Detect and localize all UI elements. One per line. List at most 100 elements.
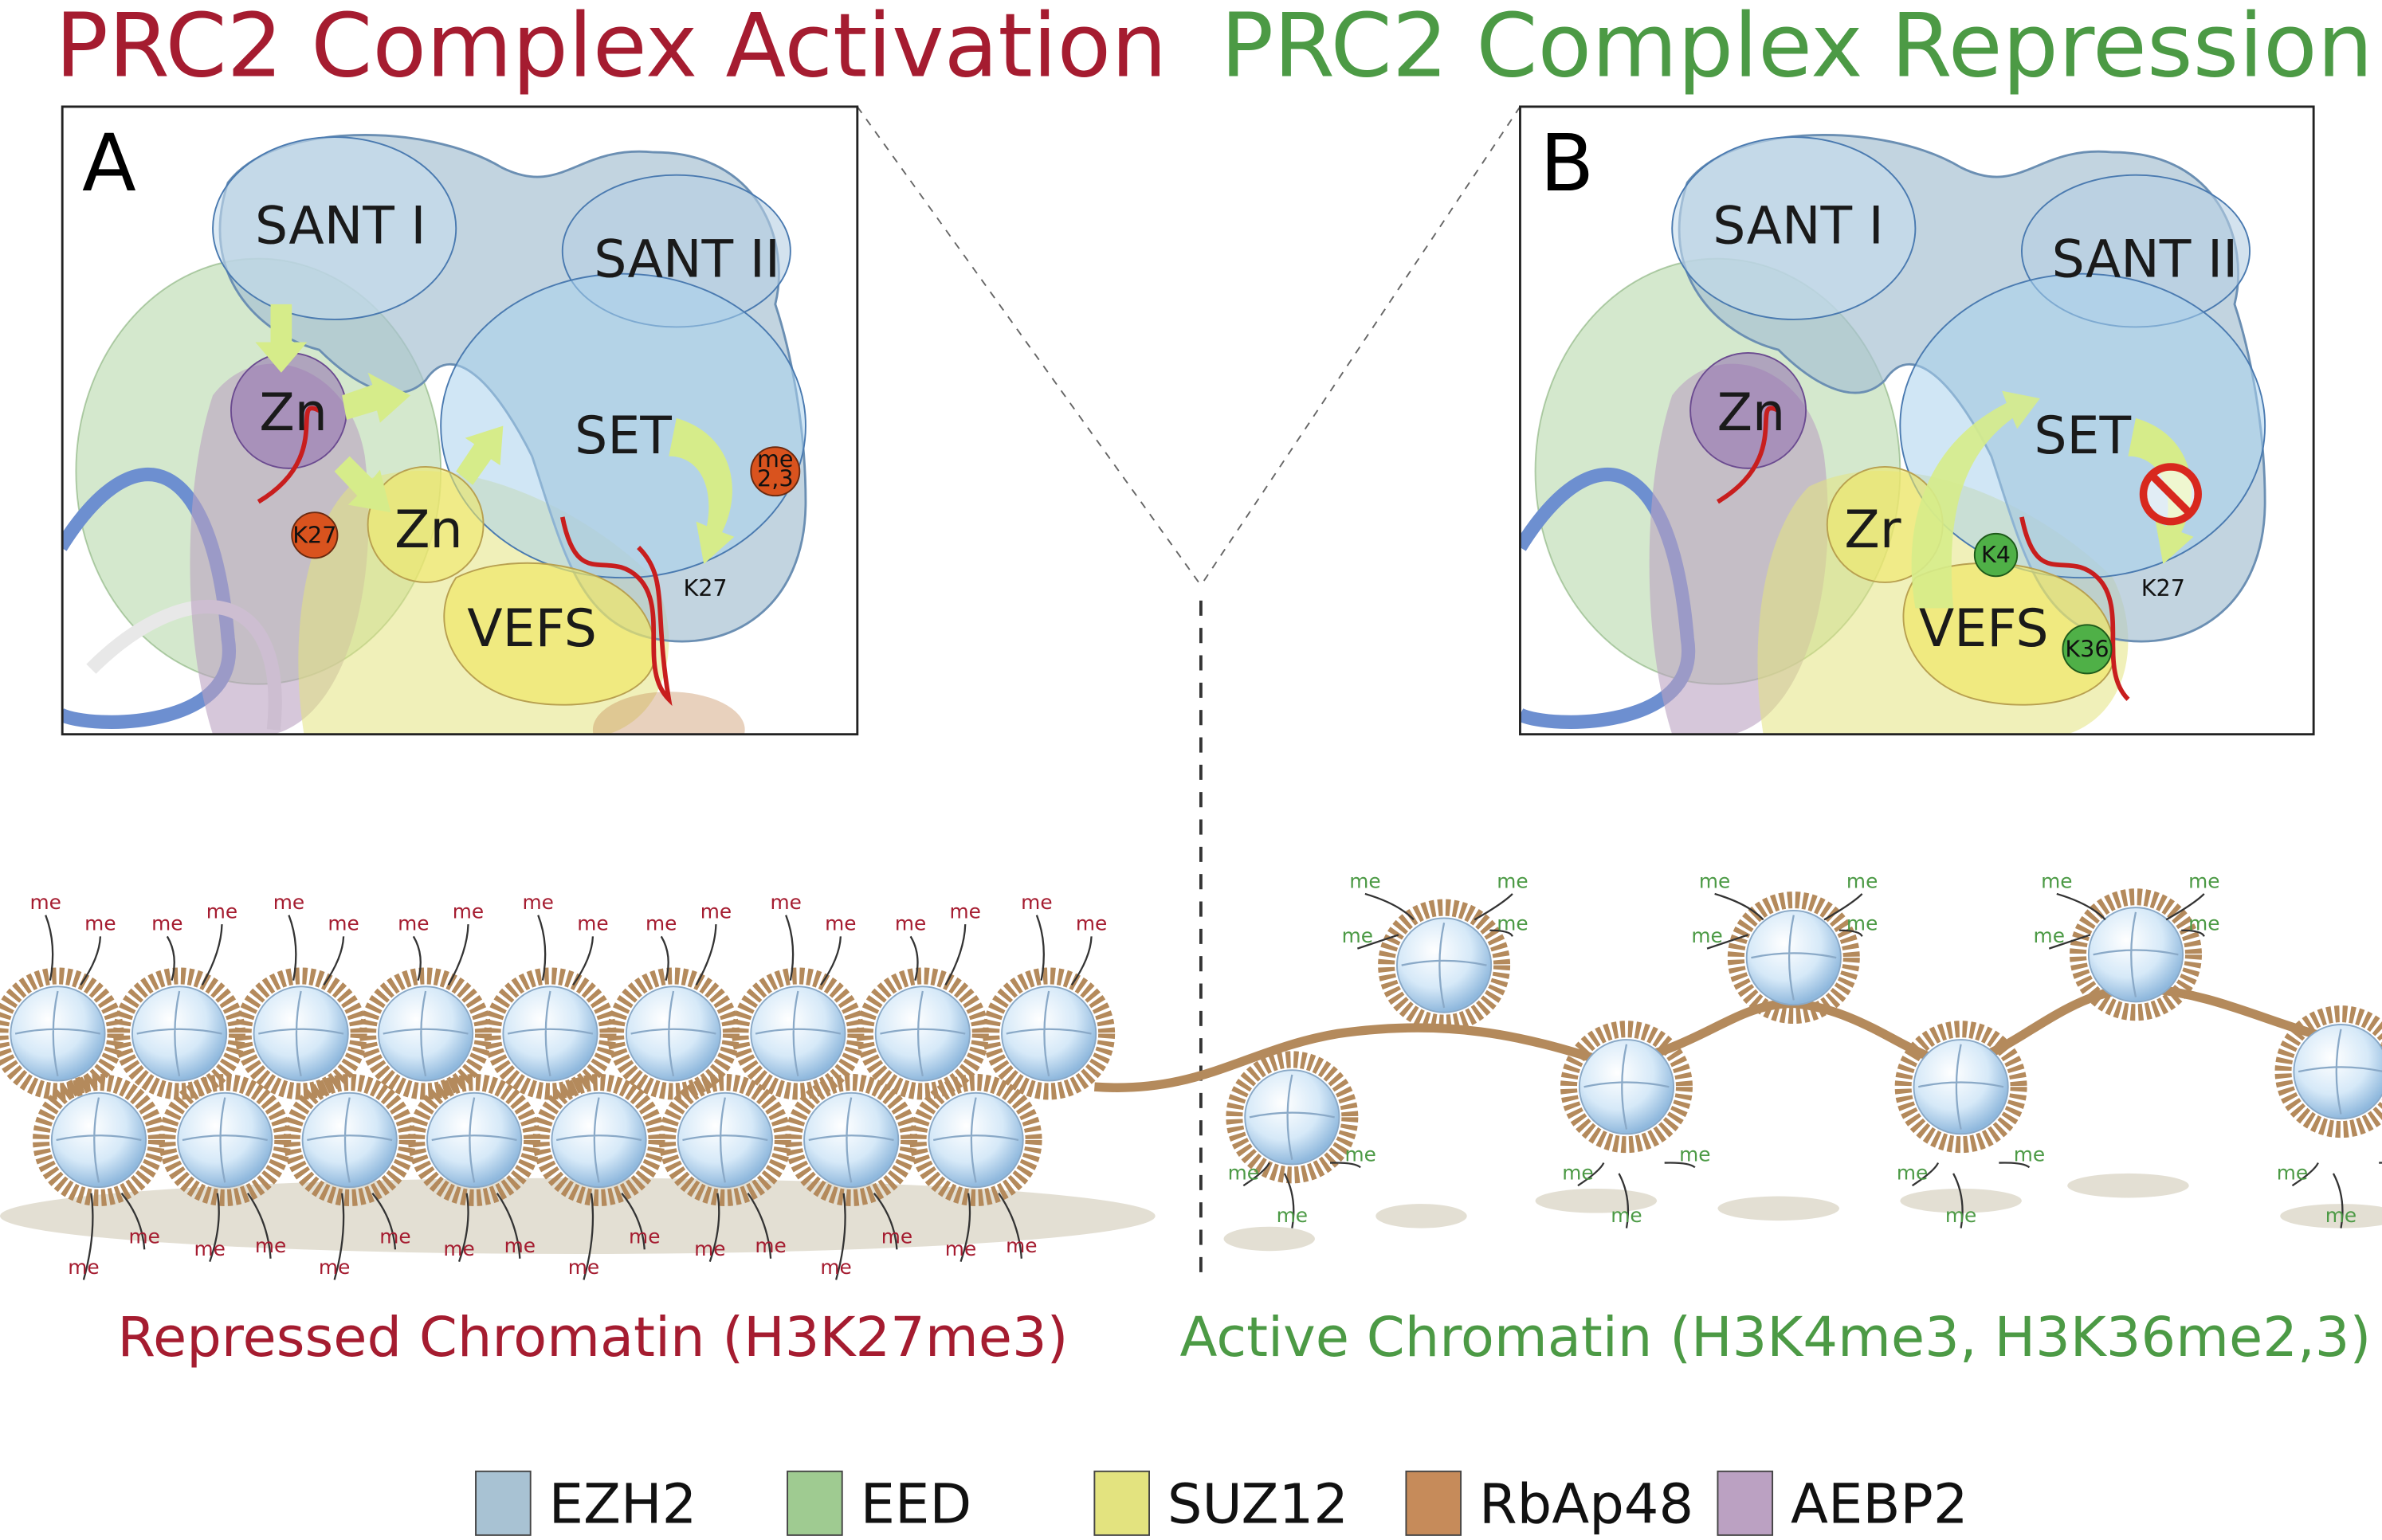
methyl-mark-label: me [1611, 1204, 1642, 1227]
methyl-mark-label: me [1846, 912, 1878, 935]
histone-tail [166, 935, 175, 981]
sant1-label: SANT I [1713, 197, 1884, 257]
nucleosome [283, 1073, 416, 1206]
methyl-mark-label: me [2188, 912, 2219, 935]
methyl-mark-label: me [755, 1234, 786, 1257]
legend-swatch [475, 1470, 532, 1536]
histone-tail [1242, 1162, 1270, 1187]
repressed-chromatin-caption: Repressed Chromatin (H3K27me3) [117, 1306, 1068, 1370]
histone-tail [2056, 892, 2106, 921]
methyl-mark-label: me [577, 912, 608, 935]
nucleosome [484, 967, 617, 1100]
panel-b: B SANT I SANT II SET Zn Zr VEFS K4 K36 K… [1519, 105, 2315, 736]
histone-tail [747, 1193, 772, 1259]
methyl-mark-label: me [825, 912, 856, 935]
methyl-mark-label: me [646, 912, 677, 935]
vefs-label: VEFS [1919, 599, 2049, 659]
nucleosome [2274, 1005, 2382, 1138]
histone-tail [45, 915, 54, 981]
histone-tail [80, 936, 102, 986]
methyl-mark-label: me [1846, 869, 1878, 892]
histone-tail [621, 1193, 646, 1250]
methyl-mark-label: me [1277, 1204, 1308, 1227]
k36-mark [2062, 624, 2113, 675]
legend-item-rbap48: RbAp48 [1405, 1470, 1693, 1537]
k27-bound-label: K27 [292, 521, 336, 548]
methyl-mark-label: me [1342, 924, 1373, 947]
legend-label: AEBP2 [1791, 1473, 1968, 1537]
nucleosome [234, 967, 367, 1100]
shadow [2067, 1173, 2189, 1198]
methyl-mark-label: me [398, 912, 429, 935]
repression-title: PRC2 Complex Repression [1220, 0, 2372, 98]
k27-bound-mark [291, 511, 339, 559]
histone-tail [1714, 892, 1764, 921]
histone-tail [447, 924, 469, 986]
histone-tail [2379, 1162, 2382, 1164]
methyl-mark-label: me [2041, 869, 2072, 892]
shadow [1223, 1226, 1315, 1252]
histone-tail [1823, 893, 1863, 921]
prohibition-icon [2139, 463, 2202, 526]
nucleosome [607, 967, 740, 1100]
shadow [1900, 1189, 2022, 1213]
activation-arrow-right [342, 372, 411, 423]
histone-tail [457, 1193, 469, 1262]
histone-tail [257, 406, 673, 707]
sant1-domain [212, 136, 457, 320]
nucleosome [1894, 1021, 2027, 1154]
histone-tail [1070, 936, 1093, 986]
methyl-mark-label: me [1076, 912, 1107, 935]
histone-tail [2048, 934, 2091, 950]
histone-tail [1706, 934, 1748, 950]
methyl-mark-label: me [1679, 1143, 1710, 1166]
histone-tail [2165, 893, 2205, 921]
nucleosome [359, 967, 492, 1100]
histone-tail [785, 915, 795, 981]
methylation-curved-arrow [669, 417, 735, 565]
histone-tail [1364, 892, 1415, 921]
blocked-methylation-arrow [2128, 417, 2194, 565]
set-label: SET [575, 406, 672, 466]
inhibition-curved-arrow [1911, 390, 2040, 609]
histone-tail [2291, 1162, 2319, 1187]
vefs-label: VEFS [467, 599, 597, 659]
rbap48-surface [592, 692, 745, 735]
panel-letter: A [82, 118, 136, 210]
sant1-domain [1671, 136, 1917, 320]
methyl-mark-label: me [129, 1225, 160, 1248]
histone-tail [496, 1193, 521, 1259]
nucleosome [0, 967, 124, 1100]
methyl-mark-label: me [504, 1234, 536, 1257]
k4-mark [1973, 532, 2019, 578]
legend-label: EED [861, 1473, 972, 1537]
methyl-mark-label: me [895, 912, 926, 935]
activation-arrow-down [255, 304, 308, 373]
histone-tail [873, 1193, 898, 1250]
nucleosome [1560, 1021, 1693, 1154]
histone-tail [820, 936, 842, 986]
methyl-mark-label: me [30, 891, 61, 914]
histone-tail [1489, 929, 1514, 937]
me-mark [750, 446, 801, 497]
methyl-mark-label: me [523, 891, 554, 914]
nucleosome [532, 1073, 665, 1206]
histone-tail [1911, 1162, 1940, 1187]
nucleosome [33, 1073, 165, 1206]
shadow [1375, 1204, 1467, 1228]
active-chromatin-caption: Active Chromatin (H3K4me3, H3K36me2,3) [1180, 1306, 2372, 1370]
methyl-mark-label: me [694, 1237, 725, 1260]
methyl-mark-label: me [950, 899, 981, 923]
k36-label: K36 [2065, 635, 2109, 662]
methyl-mark-label: me [2325, 1204, 2356, 1227]
histone-tail [537, 915, 547, 981]
methyl-mark-label: me [1021, 891, 1052, 914]
methyl-mark-label: me [881, 1225, 912, 1248]
zn2-domain [367, 466, 485, 583]
panel-letter: B [1540, 118, 1594, 210]
nucleosome [1378, 899, 1511, 1032]
legend-item-ezh2: EZH2 [475, 1470, 697, 1537]
activation-arrow-downright [334, 456, 391, 513]
sant2-label: SANT II [594, 230, 780, 290]
